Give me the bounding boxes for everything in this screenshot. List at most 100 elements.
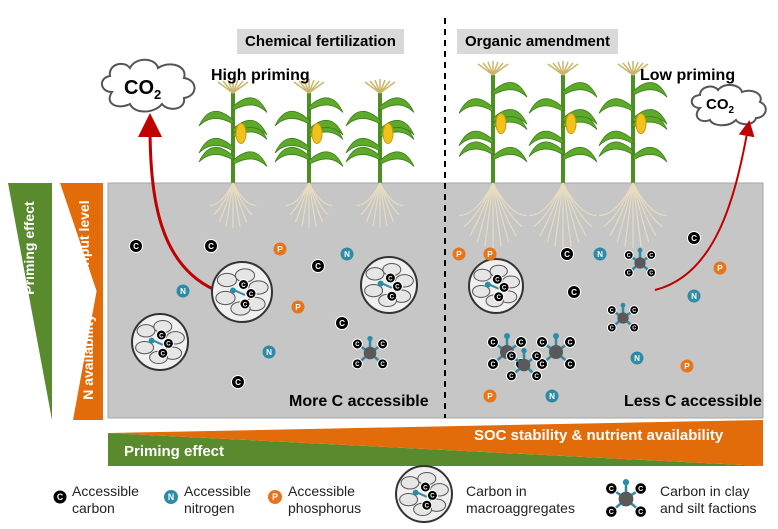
svg-text:N: N: [344, 250, 350, 259]
svg-text:N: N: [549, 392, 555, 401]
svg-text:C: C: [649, 271, 653, 277]
carbon-particle: C: [564, 358, 576, 370]
carbon-particle: C: [687, 231, 701, 245]
svg-text:N: N: [597, 250, 603, 259]
svg-text:C: C: [568, 361, 573, 368]
corn-plant: [528, 61, 598, 183]
label-more-c-accessible: More C accessible: [289, 393, 429, 410]
root: [476, 182, 494, 243]
carbon-particle: C: [245, 288, 257, 299]
svg-text:C: C: [166, 341, 171, 348]
svg-text:C: C: [249, 291, 254, 298]
co2-release-arrow-left: [138, 113, 216, 292]
svg-text:C: C: [159, 332, 164, 339]
svg-text:P: P: [487, 250, 493, 259]
svg-text:P: P: [684, 362, 690, 371]
macroaggregate: CCC: [395, 465, 453, 523]
carbon-particle: C: [606, 305, 617, 315]
carbon-particle: C: [531, 350, 543, 362]
svg-text:C: C: [339, 319, 345, 328]
svg-text:C: C: [691, 234, 697, 243]
nitrogen-particle: N: [262, 345, 276, 359]
root: [562, 182, 572, 247]
svg-text:C: C: [491, 361, 496, 368]
svg-text:C: C: [502, 285, 507, 292]
root: [632, 182, 642, 247]
soil-area: [107, 182, 764, 419]
nitrogen-particle: N: [545, 389, 559, 403]
svg-text:C: C: [649, 253, 653, 259]
macroaggregate: CCC: [360, 256, 418, 314]
co2-cloud-left: [101, 58, 196, 113]
carbon-particle: C: [52, 489, 68, 505]
svg-text:N: N: [180, 287, 186, 296]
svg-text:C: C: [568, 339, 573, 346]
svg-text:P: P: [487, 392, 493, 401]
svg-text:C: C: [241, 282, 246, 289]
label-n-availability: N availability: [80, 314, 96, 400]
carbon-particle: C: [605, 482, 618, 495]
svg-text:C: C: [430, 493, 435, 500]
svg-text:P: P: [456, 250, 462, 259]
svg-text:C: C: [380, 341, 385, 348]
svg-text:P: P: [277, 245, 283, 254]
svg-text:C: C: [509, 373, 514, 380]
nitrogen-particle: N: [593, 247, 607, 261]
phosphorus-particle: P: [291, 300, 305, 314]
carbon-particle: C: [377, 338, 389, 350]
carbon-particle: C: [351, 358, 363, 370]
svg-text:C: C: [519, 339, 524, 346]
carbon-particle: C: [491, 273, 503, 285]
label-less-c-accessible: Less C accessible: [624, 393, 762, 410]
svg-text:C: C: [133, 242, 139, 251]
label-c-input-level: C input level: [76, 200, 92, 284]
svg-text:C: C: [243, 301, 248, 308]
label-priming-effect-vertical: Priming effect: [21, 201, 37, 295]
root: [484, 182, 494, 247]
svg-text:C: C: [208, 242, 214, 251]
root: [492, 182, 502, 247]
macroaggregate: CCC: [468, 258, 524, 314]
nitrogen-particle: N: [164, 490, 178, 504]
svg-text:C: C: [495, 277, 500, 284]
carbon-particle: C: [419, 481, 431, 493]
carbon-particle: C: [384, 272, 396, 284]
carbon-particle: C: [239, 298, 251, 310]
co2-label-right: CO2: [706, 96, 735, 116]
carbon-particle: C: [629, 305, 640, 315]
carbon-particle: C: [162, 337, 174, 349]
corn-plant: [345, 79, 415, 183]
bar-soc-stability: [108, 420, 763, 466]
root: [616, 182, 634, 243]
svg-text:C: C: [627, 271, 631, 277]
carbon-particle: C: [560, 247, 574, 261]
svg-text:C: C: [534, 353, 539, 360]
carbon-particle: C: [426, 489, 438, 501]
svg-text:P: P: [272, 492, 278, 502]
carbon-particle: C: [605, 505, 618, 518]
svg-text:C: C: [390, 293, 395, 300]
carbon-particle: C: [487, 336, 499, 348]
label-high-priming: High priming: [211, 67, 310, 84]
corn-plants: [198, 61, 668, 183]
svg-text:C: C: [610, 326, 614, 332]
svg-text:C: C: [423, 484, 428, 491]
root: [492, 182, 527, 217]
carbon-particle: C: [377, 358, 389, 370]
carbon-particle: C: [498, 281, 510, 293]
phosphorus-particle: P: [713, 261, 727, 275]
carbon-particle: C: [623, 250, 634, 260]
phosphorus-particle: P: [452, 247, 466, 261]
carbon-particle: C: [351, 338, 363, 350]
root: [562, 182, 597, 217]
label-bar-priming-effect: Priming effect: [124, 443, 225, 460]
svg-text:C: C: [609, 484, 614, 493]
svg-text:N: N: [266, 348, 272, 357]
